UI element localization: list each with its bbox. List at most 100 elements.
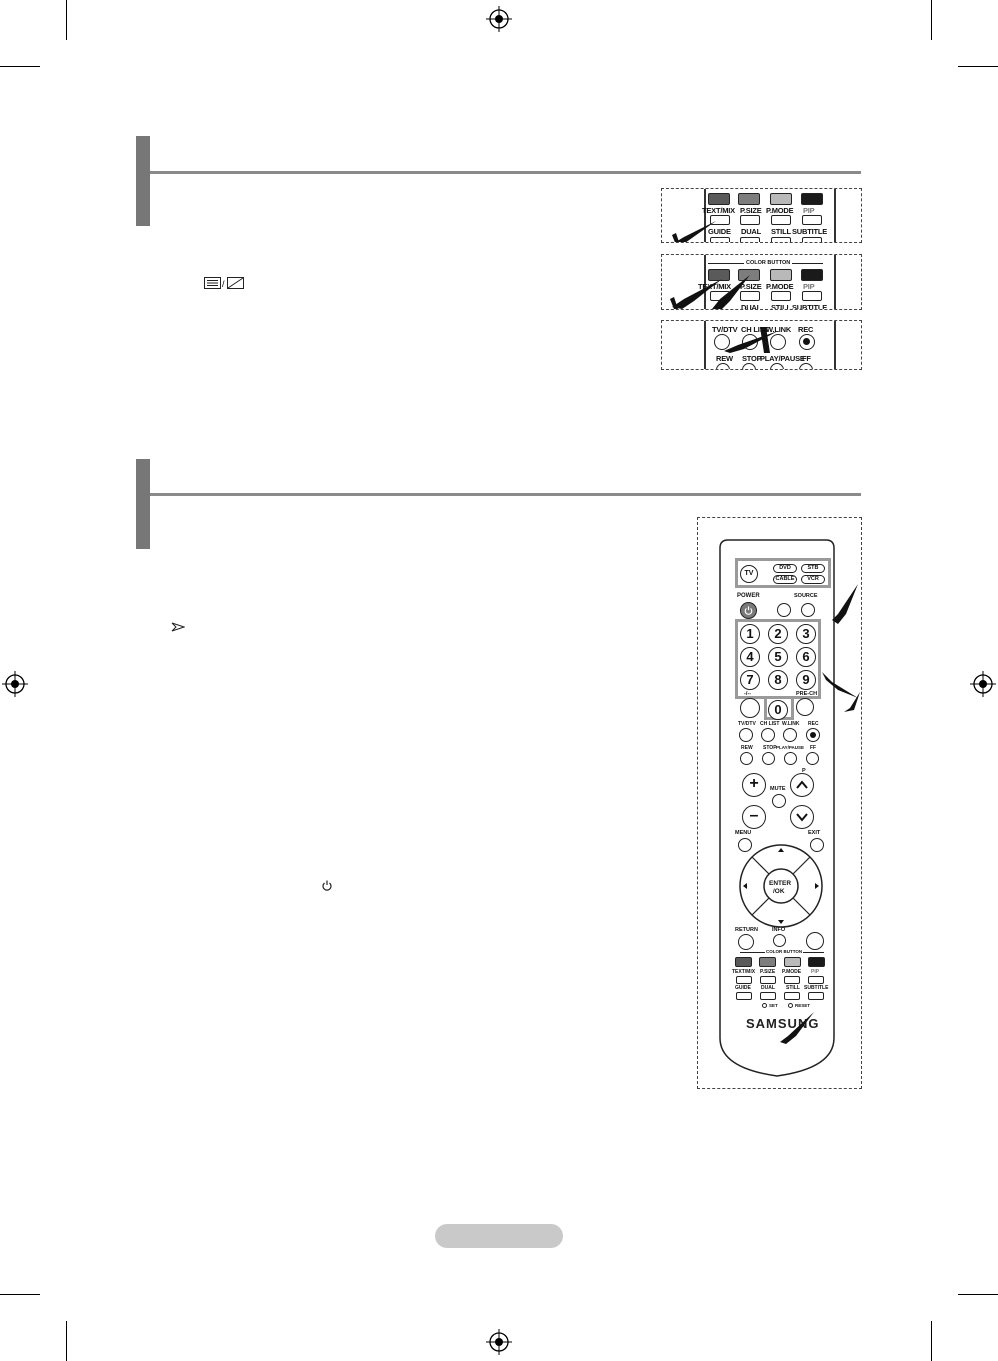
dual-label: DUAL <box>741 303 762 310</box>
info-button[interactable] <box>773 934 786 947</box>
pip-button[interactable] <box>802 215 822 225</box>
subtitle-button[interactable] <box>808 992 824 1000</box>
source-button[interactable] <box>801 603 815 617</box>
antenna-button[interactable] <box>806 932 824 950</box>
subtitle-button[interactable] <box>802 237 822 242</box>
w-link-label: W.LINK <box>782 721 800 727</box>
volume-up-button[interactable]: + <box>742 773 766 797</box>
yellow-key[interactable] <box>770 269 792 281</box>
cable-mode-button[interactable]: CABLE <box>773 575 797 584</box>
digit-8-button[interactable]: 8 <box>768 670 788 690</box>
pre-ch-button[interactable] <box>796 698 814 716</box>
w-link-button[interactable] <box>783 728 797 742</box>
crop-mark <box>0 1294 40 1295</box>
still-button[interactable] <box>784 992 800 1000</box>
guide-label: GUIDE <box>735 985 751 991</box>
text-mix-button[interactable] <box>710 215 730 225</box>
green-key[interactable] <box>759 957 776 967</box>
power-button[interactable] <box>740 602 757 619</box>
crop-mark <box>0 66 40 67</box>
menu-button[interactable] <box>738 838 752 852</box>
registration-mark-icon <box>486 1329 512 1355</box>
digit-0-button[interactable]: 0 <box>768 700 788 720</box>
mute-button[interactable] <box>772 794 786 808</box>
registration-mark-icon <box>486 6 512 32</box>
stop-button[interactable] <box>762 752 775 765</box>
digit-9-button[interactable]: 9 <box>796 670 816 690</box>
pointer-hand-icon <box>672 221 716 242</box>
stop-button[interactable] <box>742 363 756 369</box>
ff-button[interactable] <box>799 363 813 369</box>
still-button[interactable] <box>771 237 791 242</box>
p-mode-label: P.MODE <box>782 969 802 975</box>
blue-key[interactable] <box>801 193 823 205</box>
text-mix-button[interactable] <box>736 976 752 984</box>
light-button[interactable] <box>777 603 791 617</box>
pointer-hand-icon <box>822 672 860 712</box>
play-pause-button[interactable] <box>770 363 784 369</box>
section-1-heading-bar <box>136 136 150 226</box>
red-key[interactable] <box>735 957 752 967</box>
digit-2-button[interactable]: 2 <box>768 624 788 644</box>
channel-down-button[interactable] <box>790 805 814 829</box>
digit-3-button[interactable]: 3 <box>796 624 816 644</box>
stop-label: STOP <box>742 354 762 363</box>
rew-button[interactable] <box>740 752 753 765</box>
channel-up-button[interactable] <box>790 773 814 797</box>
tv-dtv-button[interactable] <box>739 728 753 742</box>
rew-button[interactable] <box>716 363 730 369</box>
color-button-label: COLOR BUTTON <box>765 949 804 954</box>
p-mode-button[interactable] <box>771 215 791 225</box>
pip-button[interactable] <box>808 976 824 984</box>
p-size-button[interactable] <box>760 976 776 984</box>
yellow-key[interactable] <box>770 193 792 205</box>
tv-mode-button[interactable]: TV <box>740 565 758 583</box>
p-size-button[interactable] <box>740 215 760 225</box>
guide-button[interactable] <box>736 992 752 1000</box>
red-key[interactable] <box>708 269 730 281</box>
digit-5-button[interactable]: 5 <box>768 647 788 667</box>
guide-button[interactable] <box>710 237 730 242</box>
ch-list-button[interactable] <box>761 728 775 742</box>
dual-button[interactable] <box>740 237 760 242</box>
return-label: RETURN <box>735 927 758 933</box>
still-label: STILL <box>786 985 800 991</box>
digit-1-button[interactable]: 1 <box>740 624 760 644</box>
digit-6-button[interactable]: 6 <box>796 647 816 667</box>
yellow-key[interactable] <box>784 957 801 967</box>
digit-7-button[interactable]: 7 <box>740 670 760 690</box>
ok-label: /OK <box>773 888 785 895</box>
pip-button[interactable] <box>802 291 822 301</box>
exit-button[interactable] <box>810 838 824 852</box>
return-button[interactable] <box>738 934 754 950</box>
w-link-button[interactable] <box>770 334 786 350</box>
vcr-mode-button[interactable]: VCR <box>801 575 825 584</box>
dvd-mode-button[interactable]: DVD <box>773 564 797 573</box>
dash-button[interactable] <box>740 698 760 718</box>
green-key[interactable] <box>738 193 760 205</box>
reset-button[interactable] <box>788 1003 793 1008</box>
green-key[interactable] <box>738 269 760 281</box>
play-pause-button[interactable] <box>784 752 797 765</box>
blue-key[interactable] <box>808 957 825 967</box>
stb-mode-button[interactable]: STB <box>801 564 825 573</box>
rec-button[interactable] <box>806 728 820 742</box>
set-button[interactable] <box>762 1003 767 1008</box>
rec-button[interactable] <box>799 334 815 350</box>
tv-dtv-button[interactable] <box>714 334 730 350</box>
blue-key[interactable] <box>801 269 823 281</box>
p-mode-button[interactable] <box>784 976 800 984</box>
red-key[interactable] <box>708 193 730 205</box>
pip-label: PIP <box>811 969 820 975</box>
p-mode-label: P.MODE <box>766 206 794 215</box>
navigation-pad[interactable] <box>738 843 824 929</box>
chevron-up-icon <box>796 780 808 789</box>
p-mode-button[interactable] <box>771 291 791 301</box>
dual-button[interactable] <box>760 992 776 1000</box>
power-icon <box>744 606 753 615</box>
rew-label: REW <box>716 354 733 363</box>
digit-4-button[interactable]: 4 <box>740 647 760 667</box>
ff-button[interactable] <box>806 752 819 765</box>
volume-down-button[interactable]: – <box>742 805 766 829</box>
p-size-button[interactable] <box>740 291 760 301</box>
